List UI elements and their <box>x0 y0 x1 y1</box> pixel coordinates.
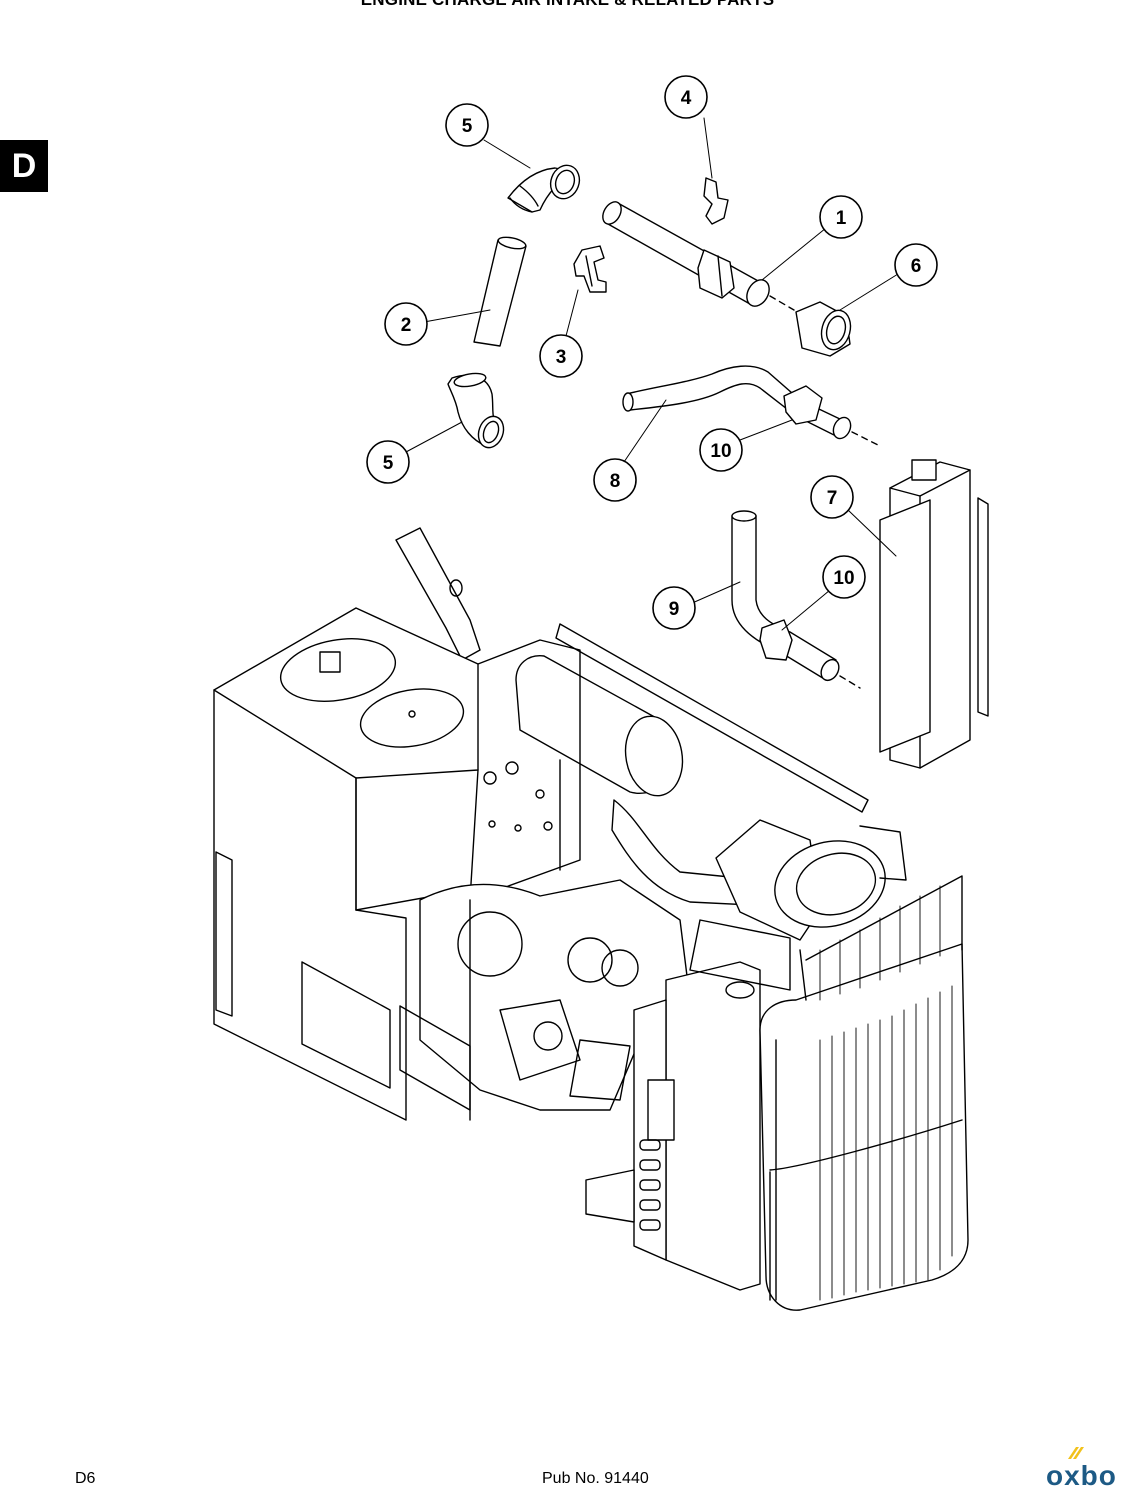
svg-text:8: 8 <box>610 471 621 492</box>
callout-5-upper: 5 <box>445 103 489 147</box>
part-8-bent-pipe <box>622 365 881 447</box>
publication-number: Pub No. 91440 <box>542 1470 649 1487</box>
part-2-tube <box>473 236 527 347</box>
part-3-bracket <box>573 245 607 293</box>
svg-text:10: 10 <box>833 568 854 589</box>
callout-4: 4 <box>664 75 708 119</box>
svg-text:4: 4 <box>681 88 692 109</box>
part-9-riser-pipe <box>731 510 861 689</box>
callout-5-lower: 5 <box>366 440 410 484</box>
part-7-charge-air-cooler <box>879 459 989 769</box>
callout-7: 7 <box>810 475 854 519</box>
callout-10-upper: 10 <box>699 428 743 472</box>
svg-text:2: 2 <box>401 315 412 336</box>
svg-text:5: 5 <box>383 453 394 474</box>
logo-mark-icon <box>1068 1447 1084 1459</box>
svg-text:3: 3 <box>556 347 567 368</box>
part-4-clamp <box>703 177 729 225</box>
engine-assembly <box>213 527 969 1311</box>
logo-wordmark: oxbo <box>1046 1460 1117 1491</box>
radiator-fins <box>819 885 953 1301</box>
oxbo-logo: oxbo <box>1040 1446 1128 1490</box>
callout-1: 1 <box>819 195 863 239</box>
svg-text:6: 6 <box>911 256 922 277</box>
svg-text:1: 1 <box>836 208 847 229</box>
callout-2: 2 <box>384 302 428 346</box>
part-5-upper-elbow <box>507 164 581 213</box>
part-5-lower-elbow <box>447 372 505 449</box>
part-1-long-tube <box>602 201 770 307</box>
svg-text:10: 10 <box>710 441 731 462</box>
page-title: ENGINE CHARGE AIR INTAKE & RELATED PARTS <box>0 0 1135 10</box>
section-tab: D <box>0 140 48 192</box>
part-6-reducer <box>769 295 852 357</box>
callout-8: 8 <box>593 458 637 502</box>
svg-text:7: 7 <box>827 488 838 509</box>
leader-lines <box>405 117 899 631</box>
callout-10-lower: 10 <box>822 555 866 599</box>
svg-text:5: 5 <box>462 116 473 137</box>
svg-text:9: 9 <box>669 599 680 620</box>
callout-bubbles: 4 5 1 6 2 3 5 10 <box>366 75 938 630</box>
callout-9: 9 <box>652 586 696 630</box>
callout-6: 6 <box>894 243 938 287</box>
page-number: D6 <box>75 1470 96 1487</box>
callout-3: 3 <box>539 334 583 378</box>
